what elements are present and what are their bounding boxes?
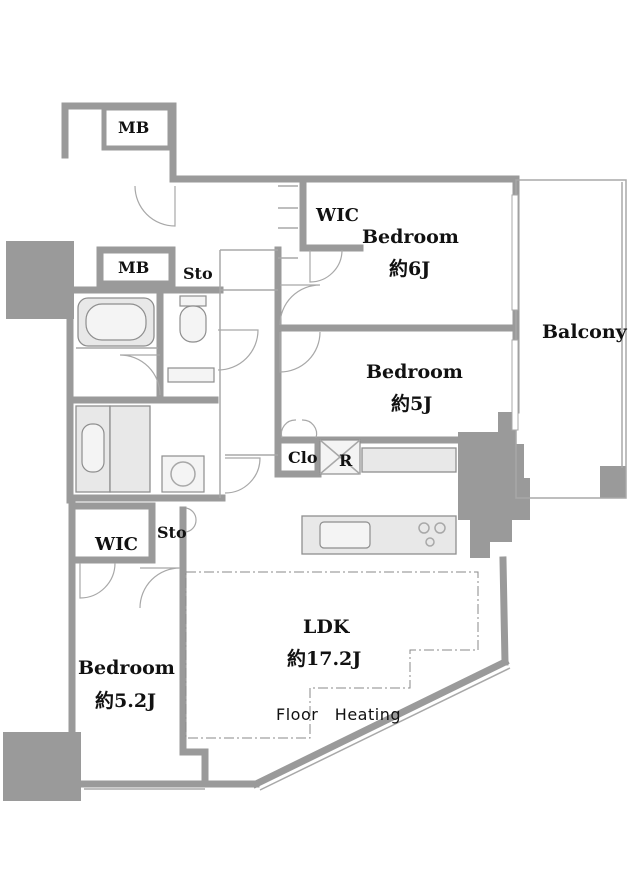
kitchen-sink [319,521,371,549]
ldk-size: 約17.2J [287,648,362,670]
vanity-counter [109,405,151,493]
balcony-window-2 [511,339,519,431]
door-wic-top [309,249,343,283]
balcony-outline [515,179,627,499]
wic-top-label: WIC [316,205,359,226]
door-laundry [224,457,261,494]
column-west-upper [6,241,74,319]
toilet-bowl [179,305,207,343]
column-central [458,412,530,558]
door-bedroom-sw [139,567,181,609]
door-toilet [217,329,259,371]
wall-mb-mid [96,246,176,288]
bedroom-ne-size: 約6J [389,258,431,280]
back-counter [361,447,457,473]
ldk-name: LDK [303,616,350,638]
wall-ldk-east [499,556,509,666]
bedroom-e-name: Bedroom [366,361,463,383]
wall-ldk-diagonal [251,657,510,789]
wall-wic-low [70,502,156,564]
floor-heating-outline [185,571,479,739]
mb-mid-label: MB [118,258,150,277]
cooktop-burner-1 [418,522,430,534]
toilet-tank [179,295,207,307]
refrigerator-label: R [339,451,353,470]
sto-low-label: Sto [157,523,187,542]
washer-drum [170,461,196,487]
wall-clo [277,436,322,478]
refrigerator-cross-2 [319,439,361,475]
wic-low-label: WIC [95,534,138,555]
bedroom-ne-name: Bedroom [362,226,459,248]
floor-heating-label: Floor Heating [276,705,402,724]
ldk-window-line [259,667,511,791]
column-balcony [600,466,626,498]
cooktop-burner-2 [434,522,446,534]
bathtub-inner [85,303,147,341]
wall-wic-top [299,176,364,252]
door-bedroom-e [279,331,321,373]
mb-top-label: MB [118,118,150,137]
door-wic-low [79,562,116,599]
bedroom-sw-name: Bedroom [78,657,175,679]
toilet-sink [167,367,215,383]
mb-top-box [101,105,173,151]
door-bedroom-ne [279,284,321,326]
column-west-lower [3,732,81,801]
wall-mb-top [61,102,177,180]
balcony-window-1 [511,194,519,311]
door-entry [134,185,176,227]
door-bath [119,354,161,396]
door-sto-low [185,507,197,533]
cooktop-burner-3 [425,537,435,547]
vanity-basin [81,423,105,473]
door-clo [280,419,318,439]
clo-label: Clo [288,448,318,467]
balcony-label: Balcony [542,321,627,343]
wall-bedroom-sw-east [179,506,209,788]
bedroom-sw-size: 約5.2J [95,690,157,712]
sto-top-label: Sto [183,264,213,283]
bedroom-e-size: 約5J [391,393,433,415]
